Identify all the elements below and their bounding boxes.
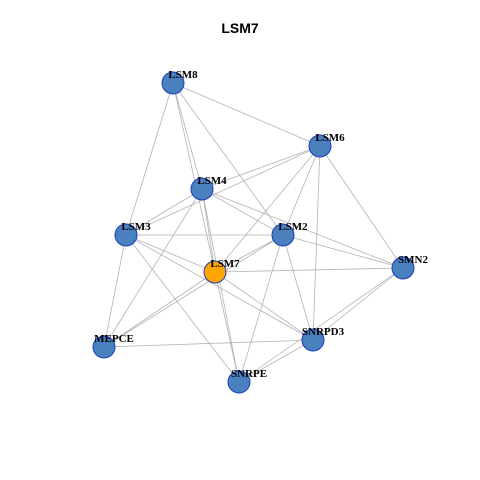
node-circle[interactable]	[203, 260, 227, 284]
node-circle[interactable]	[161, 71, 185, 95]
node-circle[interactable]	[301, 328, 325, 352]
edge-lsm7-snrpd3	[214, 271, 314, 341]
edge-lsm6-lsm4	[201, 145, 321, 190]
node-label: LSM6	[315, 132, 345, 144]
node-snrpd3[interactable]: SNRPD3	[301, 326, 345, 352]
edge-lsm6-lsm2	[282, 145, 321, 236]
edge-smn2-snrpd3	[312, 267, 404, 341]
node-label: LSM3	[121, 221, 151, 233]
edge-lsm6-smn2	[319, 145, 404, 269]
edge-lsm6-lsm3	[125, 145, 321, 236]
edge-lsm7-smn2	[214, 267, 404, 273]
edge-lsm4-smn2	[201, 188, 404, 269]
edge-snrpd3-snrpe	[238, 339, 314, 383]
edge-lsm8-lsm2	[172, 82, 284, 236]
node-lsm3[interactable]: LSM3	[114, 221, 151, 247]
edge-lsm2-lsm7	[214, 234, 284, 273]
node-label: SNRPD3	[302, 326, 345, 338]
edge-lsm6-lsm7	[214, 145, 321, 273]
edge-lsm3-snrpd3	[125, 234, 314, 341]
node-circle[interactable]	[227, 370, 251, 394]
edge-lsm8-lsm6	[172, 82, 321, 147]
edge-lsm4-lsm2	[201, 188, 284, 236]
node-mepce[interactable]: MEPCE	[92, 333, 134, 359]
edge-lsm8-lsm7	[172, 82, 216, 273]
node-lsm6[interactable]: LSM6	[308, 132, 345, 158]
edge-mepce-snrpd3	[103, 339, 314, 348]
node-circle[interactable]	[308, 134, 332, 158]
edge-lsm2-snrpd3	[282, 234, 314, 341]
node-label: LSM8	[168, 69, 198, 81]
node-lsm7[interactable]: LSM7	[203, 258, 240, 284]
node-label: LSM2	[278, 221, 308, 233]
edge-lsm8-lsm4	[172, 82, 203, 190]
node-smn2[interactable]: SMN2	[391, 254, 428, 280]
edge-lsm8-lsm3	[125, 82, 174, 236]
node-lsm4[interactable]: LSM4	[190, 175, 227, 201]
node-circle[interactable]	[391, 256, 415, 280]
edge-lsm4-lsm7	[201, 188, 216, 273]
node-label: MEPCE	[94, 333, 134, 345]
edge-lsm7-snrpe	[214, 271, 240, 383]
node-lsm8[interactable]: LSM8	[161, 69, 198, 95]
node-circle[interactable]	[92, 335, 116, 359]
edge-lsm4-mepce	[103, 188, 203, 348]
node-circle[interactable]	[271, 223, 295, 247]
edge-lsm4-snrpe	[201, 188, 240, 383]
node-label: LSM4	[197, 175, 227, 187]
edge-smn2-snrpe	[238, 267, 404, 383]
edge-lsm3-snrpe	[125, 234, 240, 383]
edge-lsm2-snrpe	[238, 234, 284, 383]
node-snrpe[interactable]: SNRPE	[227, 368, 267, 394]
edge-lsm6-snrpd3	[312, 145, 321, 341]
edge-lsm7-mepce	[103, 271, 216, 348]
node-label: SMN2	[398, 254, 428, 266]
edge-lsm2-smn2	[282, 234, 404, 269]
edges	[103, 82, 404, 383]
node-label: SNRPE	[231, 368, 267, 380]
node-circle[interactable]	[114, 223, 138, 247]
node-circle[interactable]	[190, 177, 214, 201]
graph-title: LSM7	[221, 20, 259, 36]
edge-lsm2-mepce	[103, 234, 284, 348]
edge-lsm3-lsm7	[125, 234, 216, 273]
edge-lsm4-lsm3	[125, 188, 203, 236]
edge-lsm3-mepce	[103, 234, 127, 348]
node-label: LSM7	[210, 258, 240, 270]
node-lsm2[interactable]: LSM2	[271, 221, 308, 247]
